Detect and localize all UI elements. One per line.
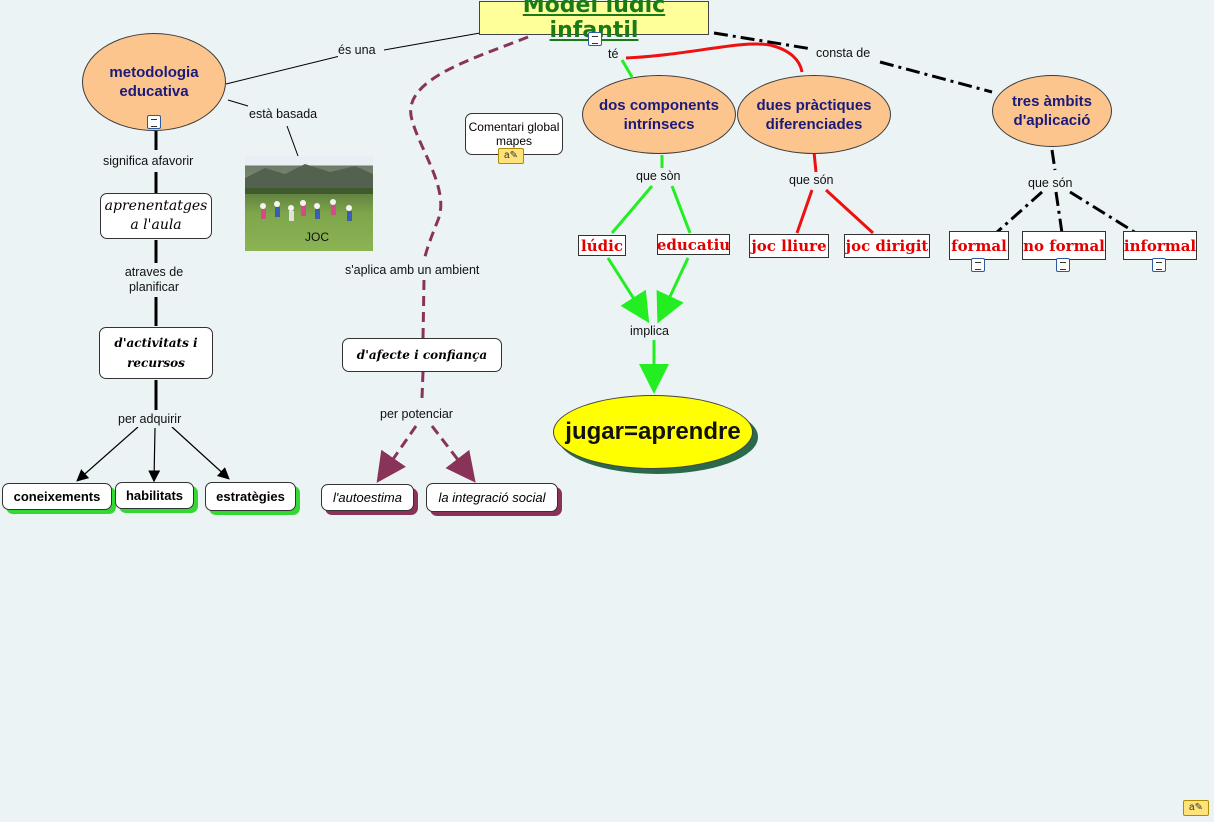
link-label-es-una: és una: [338, 43, 376, 58]
link-label-atraves-text: atraves de planificar: [124, 265, 184, 294]
node-estrategies-label: estratègies: [216, 489, 285, 504]
node-habilitats-label: habilitats: [125, 488, 184, 503]
node-aprenentatges[interactable]: aprenentatges a l'aula: [100, 193, 212, 239]
node-coneixements[interactable]: coneixements: [2, 483, 112, 510]
node-practiques[interactable]: dues pràctiques diferenciades: [737, 75, 891, 154]
link-label-per-potenciar: per potenciar: [380, 407, 453, 422]
node-aprenentatges-label: aprenentatges a l'aula: [104, 198, 208, 233]
map-link-icon[interactable]: [971, 258, 985, 272]
node-autoestima-label: l'autoestima: [333, 490, 402, 505]
node-informal[interactable]: informal: [1123, 231, 1197, 260]
map-link-icon[interactable]: [1152, 258, 1166, 272]
node-jugar-aprendre[interactable]: jugar=aprendre: [553, 395, 753, 469]
link-label-esta-basada: està basada: [249, 107, 318, 122]
node-ludic[interactable]: lúdic: [578, 235, 626, 256]
link-label-implica: implica: [630, 324, 669, 339]
node-formal[interactable]: formal: [949, 231, 1009, 260]
node-no-formal[interactable]: no formal: [1022, 231, 1106, 260]
node-joc-dirigit[interactable]: joc dirigit: [844, 234, 930, 258]
link-label-que-son-2: que són: [789, 173, 834, 188]
node-coneixements-label: coneixements: [13, 489, 101, 504]
node-educatiu-label: educatiu: [656, 235, 731, 254]
node-no-formal-label: no formal: [1023, 236, 1105, 255]
node-estrategies[interactable]: estratègies: [205, 482, 296, 511]
photo-joc: JOC: [245, 156, 373, 251]
node-informal-label: informal: [1123, 236, 1197, 255]
photo-caption: JOC: [305, 230, 329, 244]
node-ambits-label: tres àmbits d'aplicació: [1011, 93, 1093, 129]
node-joc-dirigit-label: joc dirigit: [845, 237, 929, 255]
node-activitats[interactable]: d'activitats i recursos: [99, 327, 213, 379]
link-label-per-adquirir: per adquirir: [118, 412, 182, 427]
link-label-atraves: atraves de planificar: [118, 265, 190, 295]
document-icon[interactable]: [588, 32, 602, 46]
map-title-text: Model lúdic infantil: [522, 0, 666, 43]
map-title[interactable]: Model lúdic infantil: [479, 0, 709, 43]
node-ambits[interactable]: tres àmbits d'aplicació: [992, 75, 1112, 147]
node-metodologia-label: metodologia educativa: [109, 64, 199, 100]
node-jugar-label: jugar=aprendre: [565, 418, 741, 445]
document-icon[interactable]: [147, 115, 161, 129]
node-metodologia[interactable]: metodologia educativa: [82, 33, 226, 131]
link-label-saplica: s'aplica amb un ambient: [345, 263, 480, 278]
node-educatiu[interactable]: educatiu: [657, 234, 730, 255]
link-label-significa: significa afavorir: [103, 154, 194, 169]
node-afecte[interactable]: d'afecte i confiança: [342, 338, 502, 372]
photo-scene: [245, 164, 373, 221]
node-formal-label: formal: [951, 236, 1007, 255]
node-practiques-label: dues pràctiques diferenciades: [756, 96, 872, 133]
link-label-consta: consta de: [816, 46, 871, 61]
node-components[interactable]: dos components intrínsecs: [582, 75, 736, 154]
node-joc-lliure-label: joc lliure: [751, 237, 827, 255]
node-autoestima[interactable]: l'autoestima: [321, 484, 414, 511]
global-note-icon[interactable]: a✎: [1183, 800, 1209, 816]
node-afecte-label: d'afecte i confiança: [356, 348, 488, 362]
link-label-que-son-1: que sòn: [636, 169, 681, 184]
link-label-que-son-3: que són: [1028, 176, 1073, 191]
node-integracio[interactable]: la integració social: [426, 483, 558, 512]
node-comentari-label: Comentari global mapes: [468, 120, 560, 148]
node-habilitats[interactable]: habilitats: [115, 482, 194, 509]
node-integracio-label: la integració social: [438, 490, 546, 505]
node-joc-lliure[interactable]: joc lliure: [749, 234, 829, 258]
map-link-icon[interactable]: [1056, 258, 1070, 272]
node-activitats-label: d'activitats i recursos: [114, 336, 198, 370]
link-label-te: té: [608, 47, 619, 62]
note-icon[interactable]: a✎: [498, 148, 524, 164]
node-components-label: dos components intrínsecs: [598, 96, 719, 133]
node-ludic-label: lúdic: [581, 236, 623, 255]
